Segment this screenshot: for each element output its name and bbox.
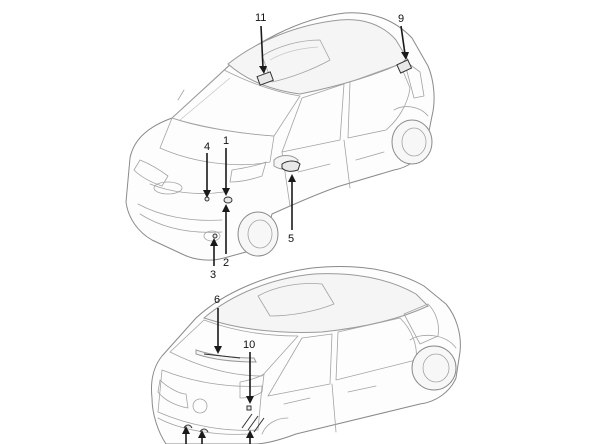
part-10-marker [246, 405, 252, 411]
leader-9 [400, 25, 406, 55]
front-view-car [125, 12, 435, 261]
front-bumper-lower [139, 213, 223, 233]
arrow-rear-badge [246, 430, 254, 438]
parts-markers [183, 59, 413, 433]
front-car-roof [227, 19, 409, 95]
rear-door-edge [331, 383, 337, 433]
tailgate [157, 369, 263, 431]
rv-rear-wheel-arch [261, 417, 289, 435]
callout-6: 6 [214, 294, 220, 306]
rv-front-wheel-tire [411, 345, 457, 391]
front-hood [159, 117, 275, 166]
windshield-edge-rear-view [403, 303, 439, 345]
front-wheel-rim [247, 219, 273, 249]
b-pillar-line [343, 139, 351, 189]
front-emblem-plate [153, 181, 183, 195]
callout-3: 3 [210, 269, 216, 281]
rear-spoiler [195, 349, 257, 363]
front-car-sunroof [261, 39, 331, 83]
fog-lamp [203, 230, 221, 242]
callout-11: 11 [255, 12, 266, 24]
part-5-marker [281, 160, 301, 172]
arrow-5 [288, 174, 296, 182]
arrow-1 [222, 188, 230, 196]
rv-front-wheel-rim [422, 353, 450, 383]
rear-wheel-rim [401, 127, 427, 157]
windshield-reflection [179, 77, 231, 121]
rear-wheel-arch [393, 106, 429, 117]
arrow-11 [259, 66, 267, 74]
front-door-window [281, 83, 345, 153]
rv-front-wheel-arch [409, 334, 457, 349]
callout-5: 5 [288, 233, 294, 245]
part-3-marker [212, 233, 218, 239]
part-rear-badge-stripes [241, 413, 265, 433]
callout-10: 10 [243, 339, 255, 351]
arrow-4 [203, 190, 211, 198]
front-antenna [177, 89, 185, 101]
quarter-window [403, 59, 425, 99]
leader-lines [182, 25, 409, 444]
arrow-3 [210, 238, 218, 246]
arrow-2 [222, 204, 230, 212]
arrow-6 [214, 346, 222, 354]
left-headlamp [133, 159, 169, 187]
front-bumper-upper [149, 183, 225, 194]
left-tail-lamp [157, 379, 189, 409]
front-grille-line [137, 203, 223, 221]
callout-4: 4 [204, 141, 210, 153]
callout-9: 9 [398, 13, 404, 25]
rear-window [169, 319, 299, 377]
arrow-9 [401, 52, 409, 60]
arrow-rear-right [198, 430, 206, 438]
rear-car-roof [203, 273, 429, 333]
part-11-marker [256, 71, 274, 86]
rear-door-handle-rv [283, 397, 311, 405]
arrow-10 [246, 396, 254, 404]
callout-labels: 11 9 1 4 2 3 5 6 10 [204, 12, 404, 351]
part-1-marker [223, 196, 233, 204]
rear-door-handle [355, 151, 385, 161]
rear-emblem [192, 398, 208, 414]
part-6-marker [203, 353, 241, 359]
callout-1: 1 [223, 135, 229, 147]
right-headlamp [229, 161, 267, 183]
part-9-marker [396, 59, 413, 74]
rear-bumper [157, 417, 251, 435]
sunroof-inner-line [269, 46, 319, 61]
rear-door-window [347, 63, 411, 139]
arrow-rear-left [182, 426, 190, 434]
leader-11 [260, 25, 264, 69]
front-door-handle [297, 163, 331, 173]
front-door-handle-rv [347, 385, 377, 393]
rear-side-window [267, 333, 333, 397]
callout-2: 2 [223, 257, 229, 269]
rear-car-sunroof [257, 283, 335, 317]
rear-view-car [151, 266, 461, 444]
